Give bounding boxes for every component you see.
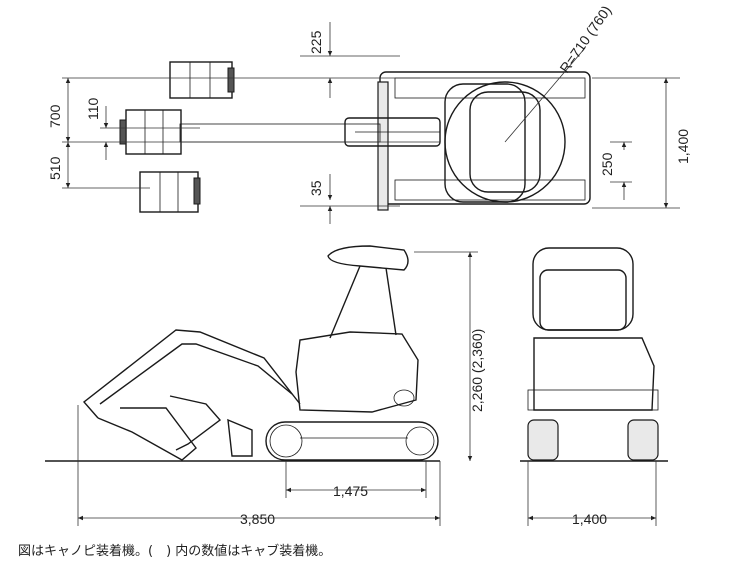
front-view: 1,400	[520, 247, 668, 527]
dim-1475: 1,475	[333, 483, 368, 499]
top-bucket-upper	[169, 61, 235, 99]
top-bucket-lower	[139, 171, 201, 213]
dim-overall-height: 2,260 (2,360)	[469, 329, 485, 412]
dim-110: 110	[85, 97, 101, 120]
dim-3850: 3,850	[240, 511, 275, 527]
dim-35: 35	[308, 180, 324, 196]
dim-radius: R=710 (760)	[556, 2, 614, 75]
dim-1400-front: 1,400	[572, 511, 607, 527]
dim-510: 510	[47, 156, 63, 180]
dim-225: 225	[308, 30, 324, 54]
dim-1400-top: 1,400	[675, 129, 691, 164]
top-bucket-middle	[119, 109, 182, 155]
side-view: 2,260 (2,360) 1,475 3,850	[45, 245, 485, 527]
dim-700: 700	[47, 104, 63, 128]
caption: 図はキャノピ装着機。( ) 内の数値はキャブ装着機。	[18, 544, 332, 559]
dim-250: 250	[599, 152, 615, 176]
top-view: 225 700 110 510 35 R=710 (760) 250 1,400	[47, 2, 691, 224]
